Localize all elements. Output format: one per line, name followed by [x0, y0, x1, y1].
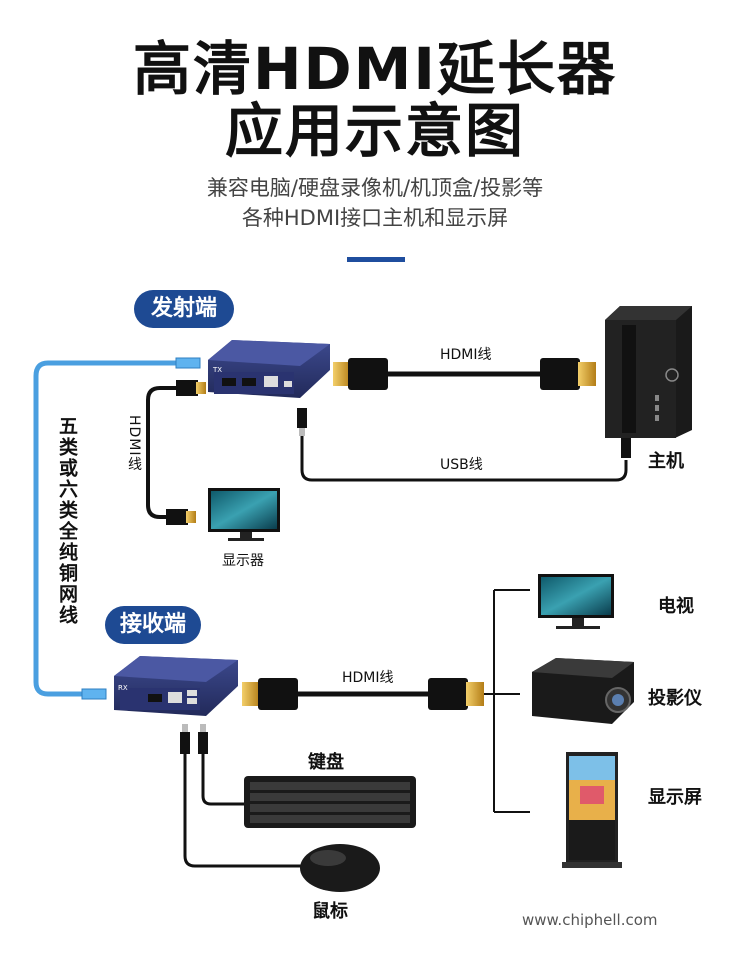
usb-plug-mouse	[198, 732, 208, 754]
title-line-1: 高清HDMI延长器	[133, 35, 617, 103]
hdmi-plug-top-right	[540, 358, 580, 390]
rj45-plug-bottom	[81, 688, 107, 700]
keyboard	[244, 776, 416, 828]
title-line-2: 应用示意图	[224, 97, 525, 165]
hdmi-plug-bottom-left	[242, 682, 260, 706]
network-cable	[33, 360, 178, 697]
hdmi-cable-tx-monitor	[146, 386, 180, 519]
mouse-label: 鼠标	[312, 901, 348, 922]
usb-plug-host	[621, 436, 631, 458]
hdmi-plug-tx	[176, 380, 198, 396]
hdmi-plug-top-left	[333, 362, 351, 386]
host-label: 主机	[648, 451, 684, 472]
subtitle-line-2: 各种HDMI接口主机和显示屏	[241, 206, 509, 230]
hdmi-bottom-label: HDMI线	[342, 670, 394, 686]
hdmi-plug-monitor	[166, 509, 188, 525]
keyboard-cable	[201, 754, 246, 806]
usb-plug-keyboard	[180, 732, 190, 754]
transmitter-label: 发射端	[134, 290, 234, 328]
receiver-device: RX	[114, 656, 238, 716]
hdmi-top-label: HDMI线	[440, 347, 492, 363]
hdmi-vertical-label: HDMI线	[126, 415, 142, 472]
monitor-label: 显示器	[222, 553, 264, 569]
accent-bar	[347, 257, 405, 262]
usb-plug-tx	[297, 408, 307, 428]
display-screen-label: 显示屏	[648, 787, 702, 808]
hdmi-plug-bottom-right	[428, 678, 468, 710]
rx-badge: RX	[118, 684, 128, 692]
tx-badge: TX	[212, 366, 222, 374]
mouse-cable	[183, 754, 302, 868]
monitor	[208, 488, 280, 541]
network-cable-label: 五类或六类全纯铜网线	[56, 416, 78, 626]
host-pc	[605, 306, 692, 438]
tv-label: 电视	[658, 596, 694, 617]
receiver-label: 接收端	[105, 606, 201, 644]
usb-cable	[300, 436, 628, 482]
usb-label: USB线	[440, 457, 483, 473]
subtitle-line-1: 兼容电脑/硬盘录像机/机顶盒/投影等	[206, 176, 544, 200]
keyboard-label: 键盘	[308, 752, 344, 773]
watermark-url: www.chiphell.com	[522, 911, 658, 929]
mouse	[300, 844, 380, 892]
projector-label: 投影仪	[648, 688, 702, 709]
rj45-plug-top	[175, 357, 201, 369]
projector	[532, 658, 634, 724]
output-branch	[484, 589, 530, 813]
transmitter-device: TX	[208, 340, 330, 398]
display-kiosk	[562, 752, 622, 868]
tv	[538, 574, 614, 629]
